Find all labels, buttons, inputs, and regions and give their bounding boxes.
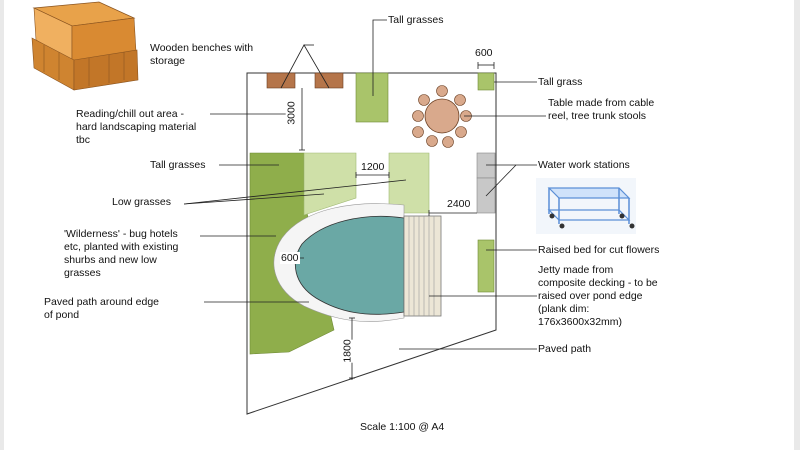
label-water-work: Water work stations [538, 159, 630, 171]
label-paved-path: Paved path [538, 343, 592, 355]
label-table: Table made from cable reel, tree trunk s… [548, 97, 655, 122]
label-low-grasses: Low grasses [112, 196, 171, 208]
bench-right [314, 72, 344, 89]
label-tall-grasses-left: Tall grasses [150, 159, 206, 171]
label-wilderness: 'Wilderness' - bug hotels etc, planted w… [64, 228, 179, 279]
label-reading-area: Reading/chill out area - hard landscapin… [76, 108, 197, 146]
label-scale: Scale 1:100 @ A4 [360, 421, 445, 433]
jetty-decking [403, 215, 442, 317]
tall-grasses-top-bed [355, 72, 389, 123]
tall-grass-bed [477, 72, 495, 91]
garden-plan-page: Tall grasses Wooden benches with storage… [4, 0, 794, 450]
leader-lines [183, 19, 546, 350]
water-trolley-photo [536, 178, 636, 234]
dimension-600-top: 600 [474, 47, 494, 59]
storage-bench-photo [31, 1, 139, 91]
dimension-3000: 3000 [285, 101, 298, 125]
dimension-1200: 1200 [360, 161, 386, 173]
dimension-600-left: 600 [280, 252, 300, 264]
label-jetty: Jetty made from composite decking - to b… [538, 264, 658, 328]
label-tall-grass: Tall grass [538, 76, 583, 88]
dimension-1800: 1800 [341, 339, 354, 363]
label-raised-bed: Raised bed for cut flowers [538, 244, 660, 256]
dimension-2400: 2400 [446, 198, 472, 210]
table-and-stools [412, 85, 472, 148]
pond [295, 215, 405, 315]
raised-bed [477, 239, 495, 293]
label-tall-grasses-top: Tall grasses [388, 14, 444, 26]
label-paved-path-edge: Paved path around edge of pond [44, 296, 160, 321]
bench-left [266, 72, 296, 89]
water-work-station-1 [476, 152, 496, 179]
garden-plan-drawing [31, 1, 636, 415]
label-wooden-benches: Wooden benches with storage [150, 42, 254, 67]
low-grasses-bed [303, 152, 357, 216]
